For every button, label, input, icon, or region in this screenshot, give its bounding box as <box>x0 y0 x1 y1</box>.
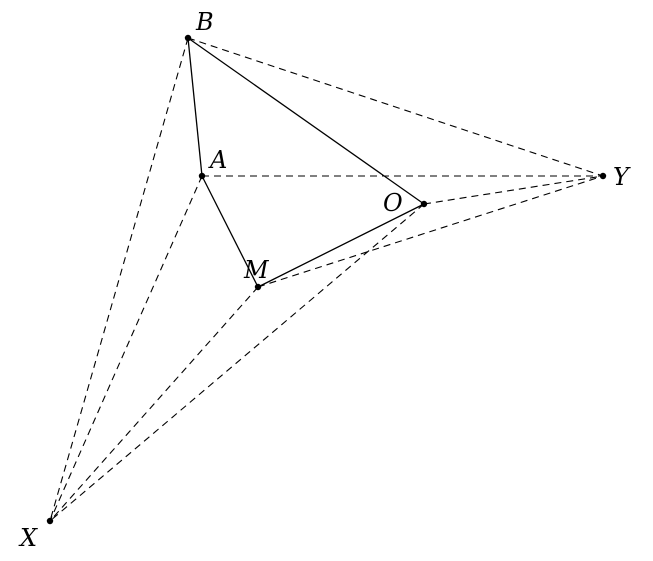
point-X <box>46 517 54 525</box>
point-A <box>198 172 206 180</box>
label-A: A <box>208 146 227 174</box>
point-M <box>254 283 262 291</box>
segment-AM <box>201 175 259 288</box>
point-labels: B A M O Y X <box>18 8 631 552</box>
point-O <box>420 200 428 208</box>
dashed-lines <box>49 37 604 522</box>
segment-BO <box>187 37 425 205</box>
segment-BA <box>187 37 203 177</box>
points <box>46 34 607 525</box>
segment-MO <box>257 203 425 288</box>
label-O: O <box>383 189 403 217</box>
dashed-segment-BY <box>187 37 604 177</box>
dashed-segment-OY <box>423 175 604 205</box>
point-Y <box>599 172 607 180</box>
dashed-segment-MY <box>257 175 604 288</box>
label-M: M <box>243 256 270 284</box>
label-B: B <box>195 8 214 36</box>
solid-lines <box>187 37 425 288</box>
dashed-segment-BX <box>49 37 189 522</box>
point-B <box>184 34 192 42</box>
label-Y: Y <box>613 163 631 191</box>
dashed-segment-MX <box>49 286 259 522</box>
dashed-segment-OX <box>49 203 425 522</box>
label-X: X <box>18 524 38 552</box>
dashed-segment-AX <box>49 175 203 522</box>
